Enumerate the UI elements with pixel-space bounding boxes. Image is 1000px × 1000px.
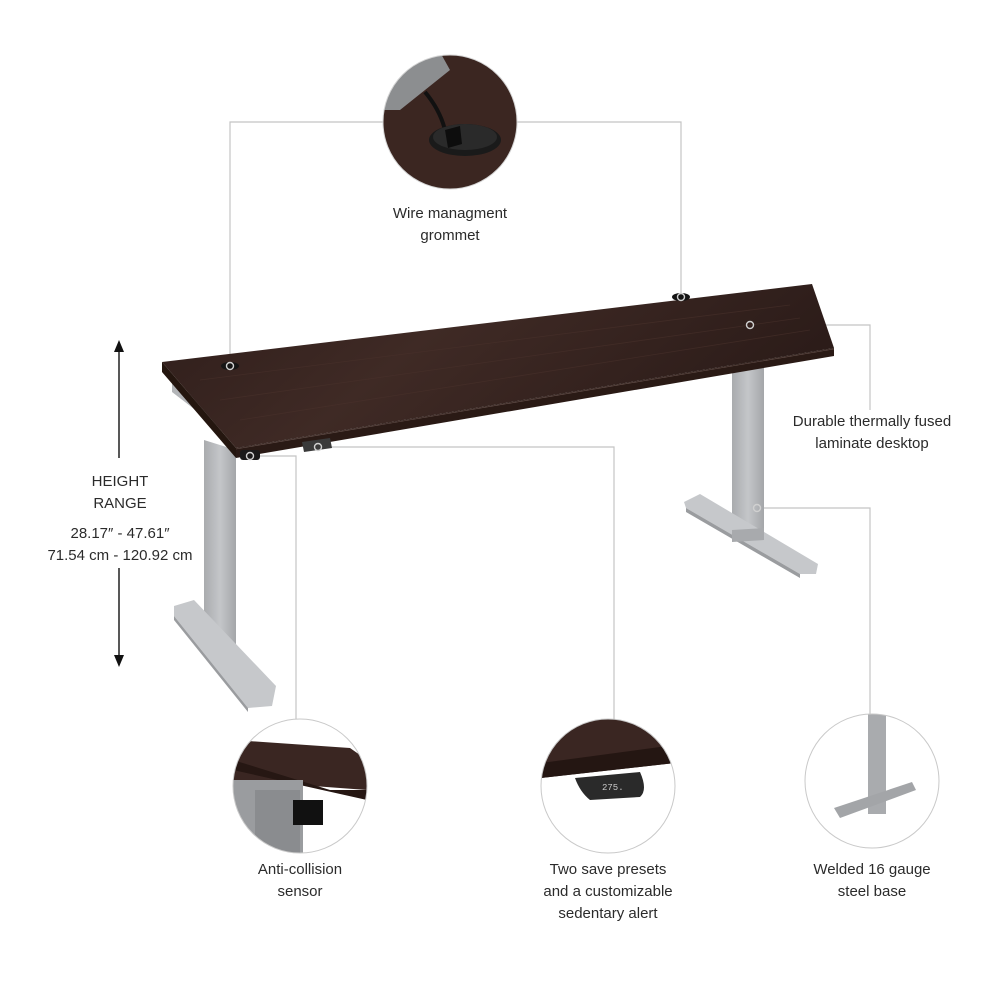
grommet-label: Wire managment grommet xyxy=(392,205,508,244)
steel-base-label: Welded 16 gauge steel base xyxy=(813,861,931,900)
keypad-display: 275. xyxy=(602,783,624,793)
presets-label: Two save presets and a customizable sede… xyxy=(543,861,673,922)
callout-dots xyxy=(225,292,762,513)
keypad-detail-image xyxy=(541,719,675,853)
steel-base-detail-image xyxy=(805,714,939,848)
laminate-label: Durable thermally fused laminate desktop xyxy=(792,413,952,452)
height-arrow xyxy=(114,340,124,667)
anti-collision-detail-image xyxy=(233,719,367,853)
grommet-detail-image xyxy=(383,55,517,189)
anti-collision-label: Anti-collision sensor xyxy=(257,861,343,900)
height-range-label: HEIGHT RANGE 28.17″ - 47.61″ 71.54 cm - … xyxy=(47,473,193,564)
right-leg xyxy=(684,358,818,578)
desktop xyxy=(162,284,835,460)
